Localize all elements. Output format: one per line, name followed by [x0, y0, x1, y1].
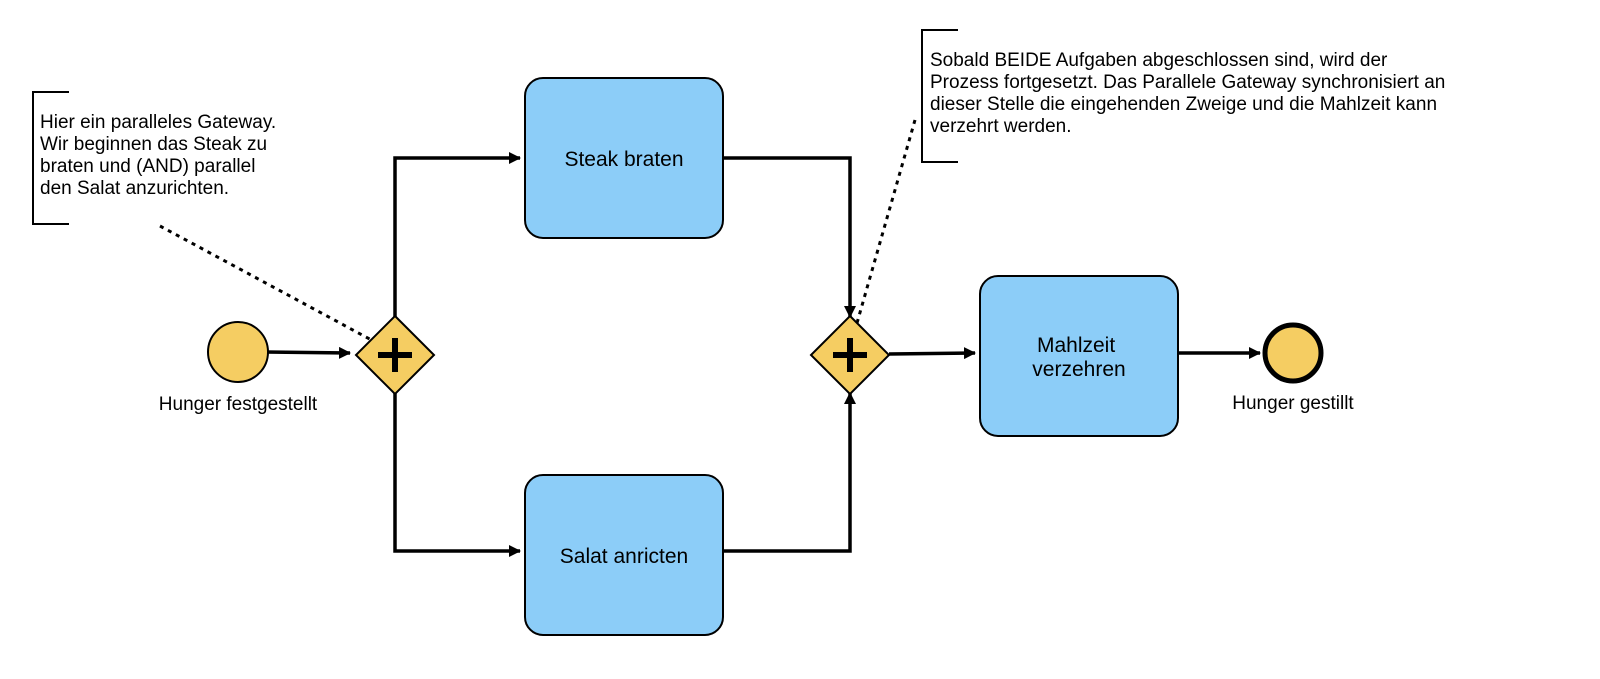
sequence-flows — [264, 152, 1261, 557]
association-join-note[interactable] — [855, 119, 917, 324]
end-event-circle-icon — [1262, 322, 1324, 384]
start-event[interactable]: Hunger festgestellt — [159, 321, 318, 415]
join-gateway[interactable] — [809, 314, 891, 396]
split-note-line-3: braten und (AND) parallel — [40, 156, 255, 177]
plus-icon — [378, 338, 412, 372]
flow-split-to-salad[interactable] — [393, 393, 521, 557]
join-note-line-2: Prozess fortgesetzt. Das Parallele Gatew… — [930, 72, 1445, 93]
annotation-brackets — [32, 29, 958, 225]
task-eat-label: Mahlzeit verzehren — [1032, 334, 1125, 381]
association-split-note[interactable] — [159, 224, 378, 345]
plus-icon — [833, 338, 867, 372]
split-note-line-4: den Salat anzurichten. — [40, 178, 229, 199]
task-salad-label: Salat anricten — [560, 545, 688, 568]
task-steak-label: Steak braten — [564, 148, 683, 171]
task-salat-anricten[interactable]: Salat anricten — [524, 474, 724, 636]
split-note-line-2: Wir beginnen das Steak zu — [40, 134, 267, 155]
task-eat-label-line-1: Mahlzeit — [1037, 334, 1115, 357]
split-note-bracket — [32, 91, 69, 225]
flow-start-to-split[interactable] — [264, 346, 351, 359]
split-note-text: Hier ein paralleles Gateway. Wir beginne… — [40, 112, 281, 199]
task-eat-label-line-2: verzehren — [1032, 358, 1125, 381]
join-note-line-3: dieser Stelle die eingehenden Zweige und… — [930, 94, 1437, 115]
join-note-line-1: Sobald BEIDE Aufgaben abgeschlossen sind… — [930, 50, 1388, 71]
task-steak-braten[interactable]: Steak braten — [524, 77, 724, 239]
task-eat-box — [979, 275, 1179, 437]
task-mahlzeit-verzehren[interactable]: Mahlzeit verzehren — [979, 275, 1179, 437]
flow-join-to-eat[interactable] — [888, 347, 976, 360]
split-note-line-1: Hier ein paralleles Gateway. — [40, 112, 276, 133]
task-steak-box — [524, 77, 724, 239]
flow-steak-to-join[interactable] — [720, 156, 856, 318]
start-event-label: Hunger festgestellt — [159, 394, 318, 415]
join-note-text: Sobald BEIDE Aufgaben abgeschlossen sind… — [930, 50, 1451, 137]
task-salad-box — [524, 474, 724, 636]
join-note-line-4: verzehrt werden. — [930, 116, 1072, 137]
start-event-circle-icon — [207, 321, 269, 383]
flow-split-to-steak[interactable] — [393, 152, 521, 317]
end-event-label: Hunger gestillt — [1232, 393, 1354, 414]
split-gateway[interactable] — [354, 314, 436, 396]
end-event[interactable]: Hunger gestillt — [1232, 322, 1354, 414]
join-note-bracket — [921, 29, 958, 163]
flow-salad-to-join[interactable] — [720, 392, 856, 553]
